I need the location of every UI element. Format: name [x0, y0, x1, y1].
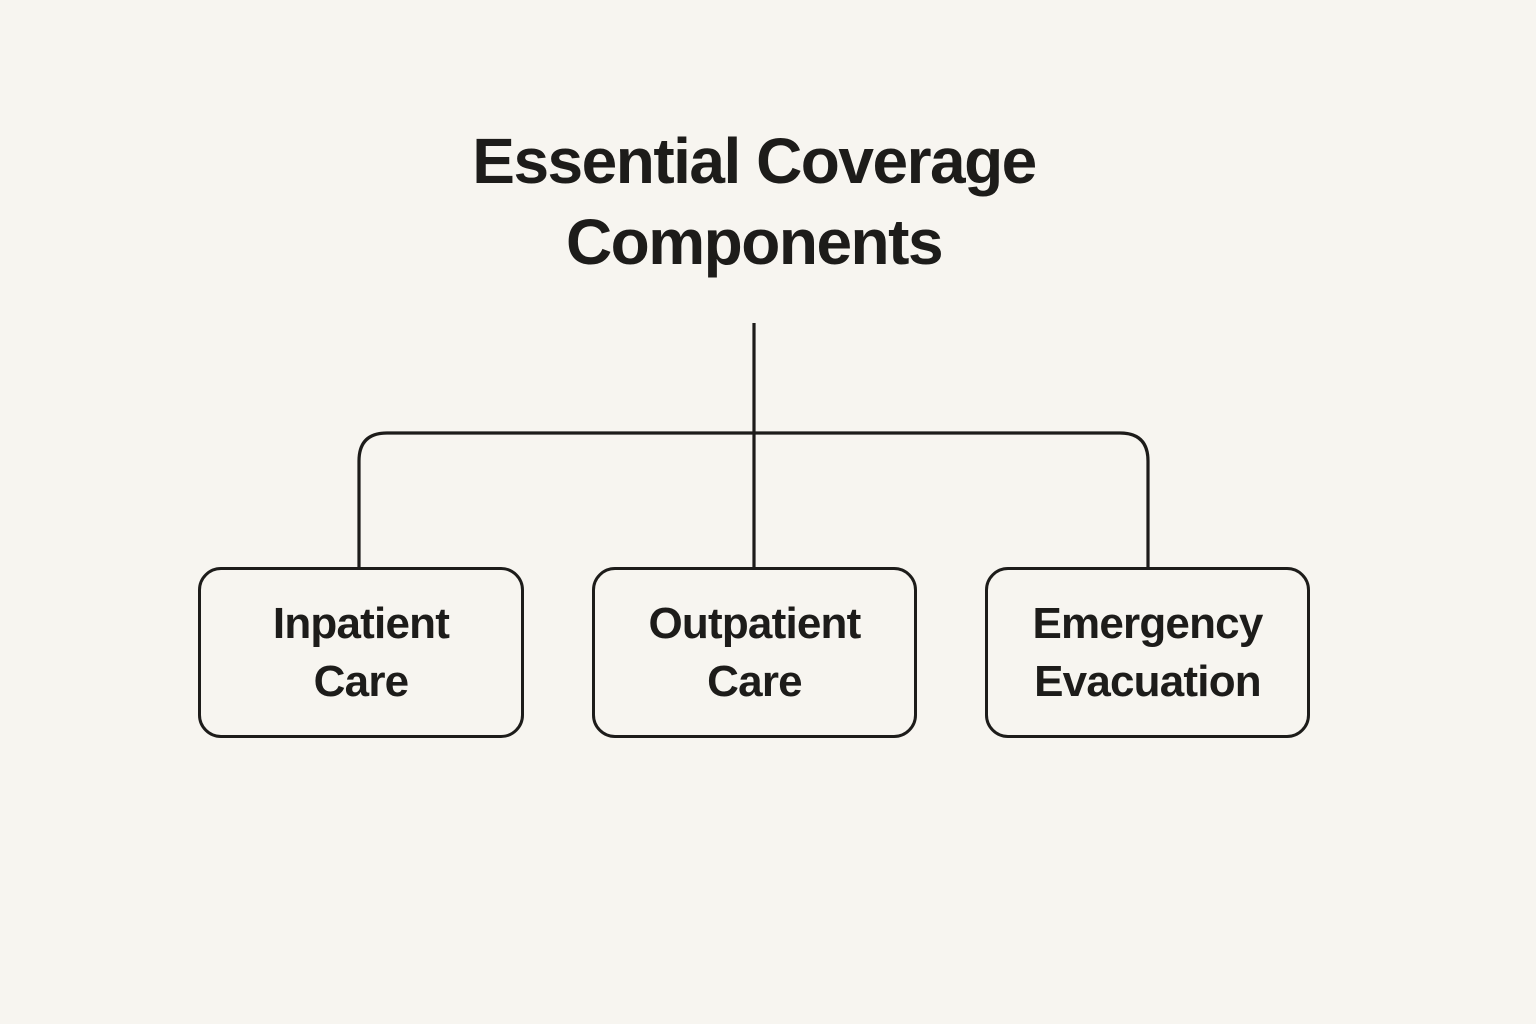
diagram-title-line1: Essential Coverage [472, 125, 1037, 197]
diagram-title-line2: Components [565, 206, 944, 278]
node-inpatient-care-label: Inpatient Care [272, 598, 450, 706]
node-outpatient-care: Outpatient Care [592, 567, 917, 738]
node-outpatient-care-label: Outpatient Care [648, 598, 862, 706]
node-emergency-evacuation: Emergency Evacuation [985, 567, 1310, 738]
connector-bracket [357, 431, 1150, 567]
diagram-title: Essential Coverage Components [404, 121, 1104, 283]
node-inpatient-care: Inpatient Care [198, 567, 524, 738]
node-emergency-evacuation-label: Emergency Evacuation [1032, 598, 1263, 706]
